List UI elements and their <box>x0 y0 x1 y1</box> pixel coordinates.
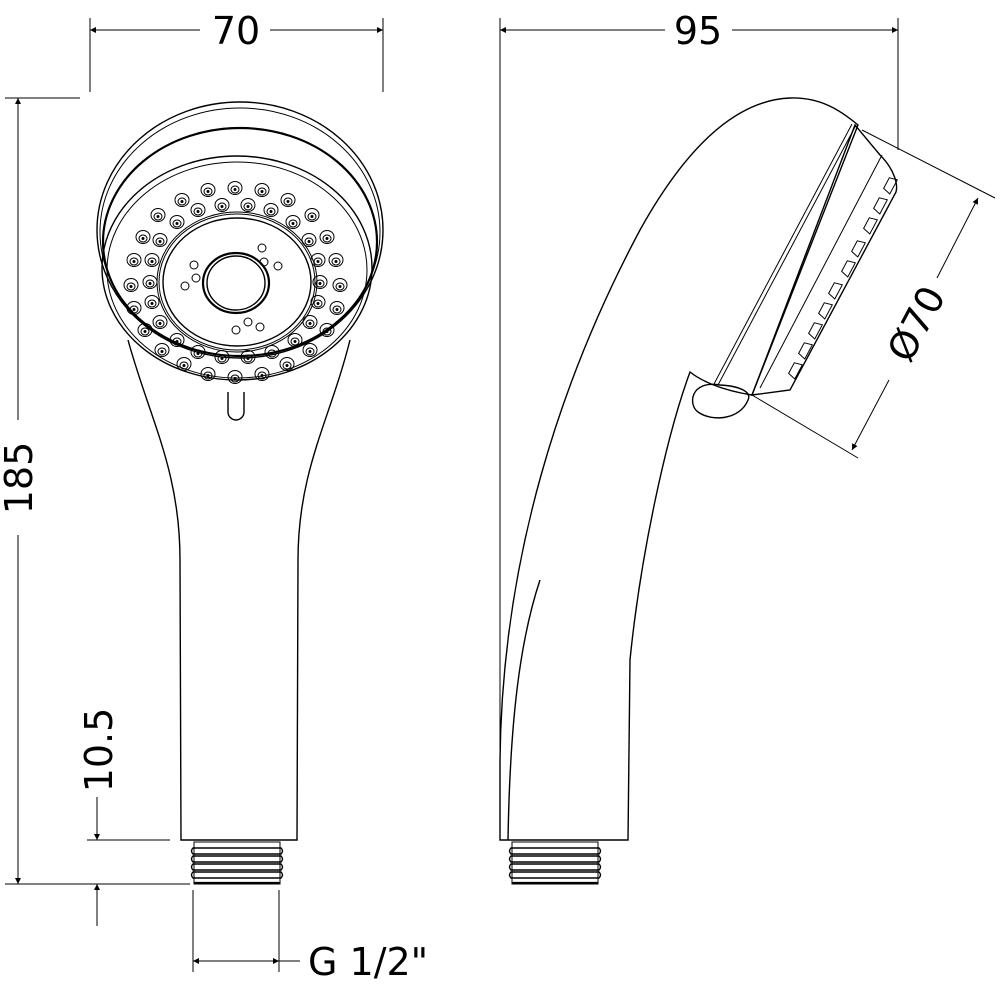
dimension-depth-95: 95 <box>499 9 899 840</box>
dimension-thread-length-10-5: 10.5 <box>77 708 170 926</box>
inner-spray-holes <box>180 243 283 335</box>
side-view <box>499 97 898 885</box>
side-head-band <box>750 123 898 396</box>
center-button <box>201 251 271 315</box>
dim-label-width: 70 <box>212 9 260 53</box>
dimension-face-diameter: Ø70 <box>751 129 996 459</box>
side-hook-knob <box>691 383 750 419</box>
front-face-plate <box>101 155 373 381</box>
dim-label-thread-length: 10.5 <box>77 708 121 793</box>
dimension-thread-size: G 1/2" <box>192 890 428 984</box>
front-view <box>96 101 384 885</box>
dim-label-thread-size: G 1/2" <box>308 940 428 984</box>
side-handle-outline <box>499 97 859 841</box>
dim-label-height: 185 <box>0 442 41 515</box>
front-head-outer-ring <box>96 101 384 359</box>
dim-label-depth: 95 <box>674 9 722 53</box>
dimension-height-185: 185 <box>0 97 190 885</box>
dimension-width-70: 70 <box>89 9 384 92</box>
dim-label-face-diameter: Ø70 <box>879 279 955 369</box>
side-thread <box>508 841 602 885</box>
front-handle-outline <box>127 339 351 841</box>
front-thread <box>190 841 284 885</box>
inner-nozzle-ring <box>142 198 328 364</box>
mode-selector-tab <box>227 392 245 421</box>
